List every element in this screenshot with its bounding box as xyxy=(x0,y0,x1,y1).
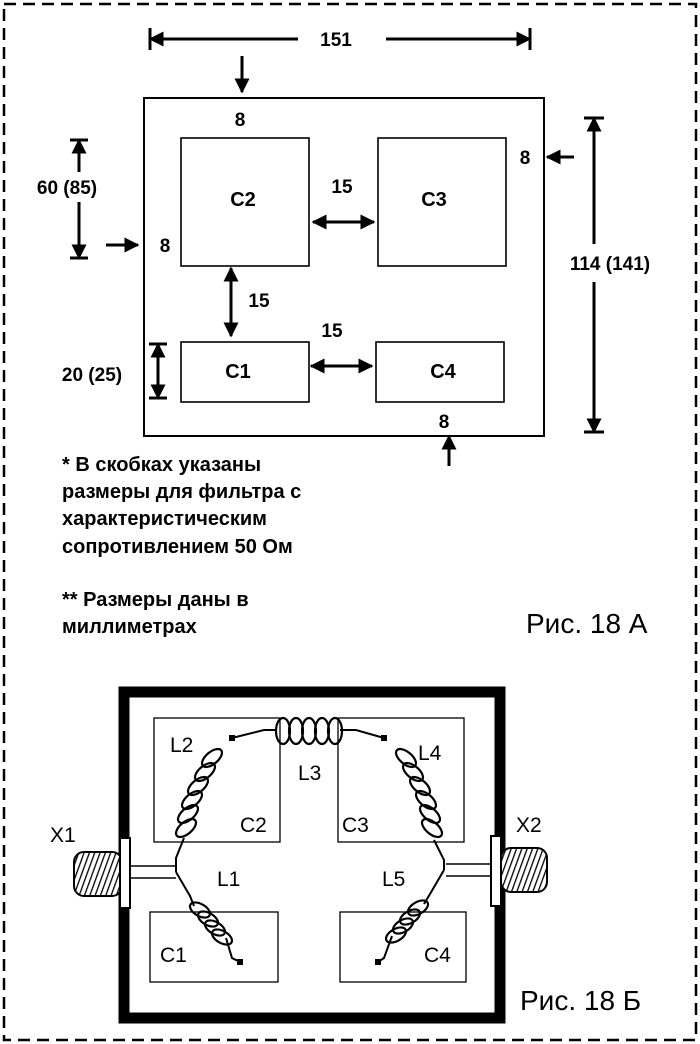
figure-18a: C2 C3 C1 C4 151 8 8 8 8 60 (85) 20 (25) xyxy=(20,28,650,639)
fig-a-caption: Рис. 18 А xyxy=(526,608,648,639)
board-outline xyxy=(143,97,545,437)
fig-b-caption: Рис. 18 Б xyxy=(520,985,641,1016)
connector-x2-label: X2 xyxy=(516,814,542,837)
right-margin-label: 8 xyxy=(520,148,531,169)
inductor-l2-label: L2 xyxy=(170,734,193,757)
cell-height-large-label: 60 (85) xyxy=(37,178,97,199)
note2-line1: ** Размеры даны в xyxy=(62,589,249,611)
coil-l3 xyxy=(274,716,344,746)
connector-x1 xyxy=(73,837,176,909)
connector-x1-label: X1 xyxy=(50,824,76,847)
note1-line4: сопротивлением 50 Ом xyxy=(62,536,293,558)
top-margin-label: 8 xyxy=(235,110,246,131)
connector-x2 xyxy=(446,835,548,907)
overall-width-label: 151 xyxy=(320,30,352,51)
block-c1 xyxy=(180,341,310,403)
gap-vertical-label: 15 xyxy=(248,291,270,312)
block-c4-label: C4 xyxy=(430,361,456,383)
note2-line2: миллиметрах xyxy=(62,616,197,638)
left-margin-label: 8 xyxy=(160,236,171,257)
capacitor-c1-label: C1 xyxy=(160,944,187,967)
board-c3 xyxy=(337,717,465,843)
cell-height-large-label-bg xyxy=(20,172,116,202)
board-c2 xyxy=(153,717,281,843)
capacitor-c4-label: C4 xyxy=(424,944,451,967)
note1-line1: * В скобках указаны xyxy=(62,454,261,476)
inductor-l1-label: L1 xyxy=(217,868,240,891)
inductor-l4-label: L4 xyxy=(418,742,442,765)
cell-height-small-label: 20 (25) xyxy=(62,365,122,386)
block-c1-label: C1 xyxy=(225,361,251,383)
coil-l2 xyxy=(174,747,224,839)
note1-line3: характеристическим xyxy=(62,508,267,530)
figure-18b: X1 X2 L1 L2 L3 L4 L5 C2 C3 C1 C4 Рис. 18… xyxy=(50,686,641,1024)
coil-l1 xyxy=(188,901,234,946)
gap-bottom-label: 15 xyxy=(321,321,343,342)
capacitor-c3-label: C3 xyxy=(342,814,369,837)
block-c2 xyxy=(180,137,310,267)
inductor-l5-label: L5 xyxy=(382,868,405,891)
block-c2-label: C2 xyxy=(230,189,256,211)
solder-points xyxy=(229,735,387,965)
block-c4 xyxy=(375,341,505,403)
block-c3-label: C3 xyxy=(421,189,447,211)
bottom-margin-label: 8 xyxy=(439,412,450,433)
board-c4 xyxy=(339,911,467,983)
gap-top-label: 15 xyxy=(331,177,353,198)
block-c3 xyxy=(377,137,507,267)
inductor-l3-label: L3 xyxy=(298,762,321,785)
board-c1 xyxy=(149,911,279,983)
note1-line2: размеры для фильтра с xyxy=(62,481,301,503)
capacitor-c2-label: C2 xyxy=(240,814,267,837)
coil-l4 xyxy=(394,747,444,839)
coil-l5 xyxy=(384,899,430,944)
overall-height-label: 114 (141) xyxy=(570,254,650,275)
